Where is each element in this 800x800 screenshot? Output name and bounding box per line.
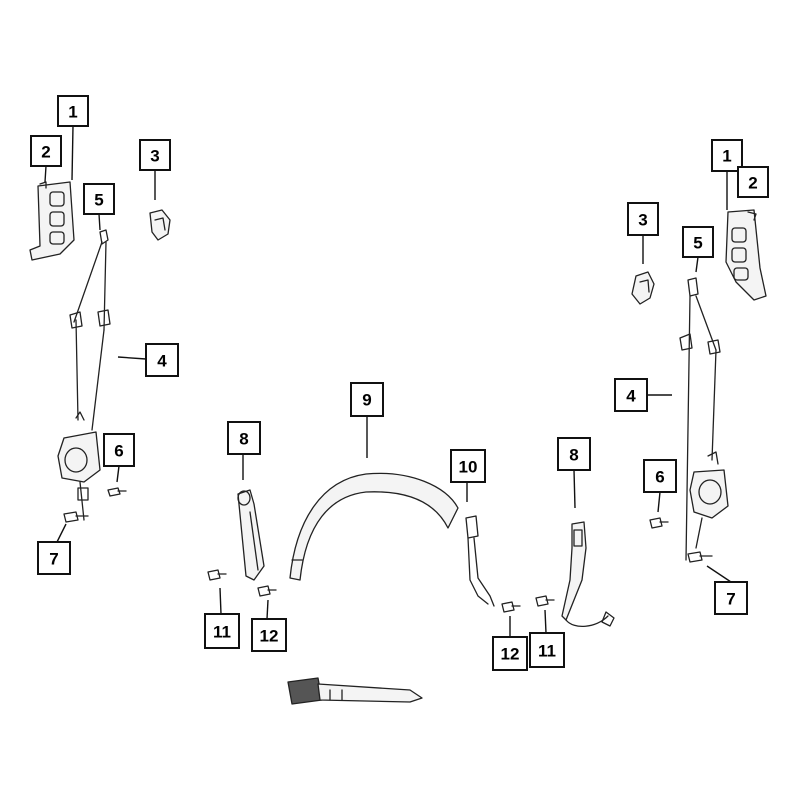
callout-2-right: 2 <box>737 166 769 198</box>
callout-1-right: 1 <box>711 139 743 172</box>
center-bolt-12-right <box>501 601 521 613</box>
callout-12-center-right: 12 <box>492 636 528 671</box>
callout-8-center-left: 8 <box>227 421 261 455</box>
center-bolt-11-left <box>207 569 227 581</box>
callout-label: 12 <box>260 627 279 646</box>
callout-label: 2 <box>41 143 50 162</box>
callout-label: 8 <box>239 430 248 449</box>
callout-label: 6 <box>114 442 123 461</box>
callout-8-center-right: 8 <box>557 437 591 471</box>
callout-4-right: 4 <box>614 378 648 412</box>
left-bolt-7 <box>63 511 89 523</box>
leader-lines <box>44 125 732 637</box>
callout-11-center-right: 11 <box>529 632 565 668</box>
left-bolt-6 <box>107 487 127 497</box>
callout-label: 5 <box>94 191 103 210</box>
center-right-buckle-8 <box>561 521 615 627</box>
right-bolt-7 <box>687 551 713 563</box>
callout-2-left: 2 <box>30 135 62 167</box>
callout-label: 2 <box>748 174 757 193</box>
callout-6-left: 6 <box>103 433 135 467</box>
callout-12-center-left: 12 <box>251 618 287 652</box>
callout-label: 6 <box>655 468 664 487</box>
callout-label: 1 <box>722 147 731 166</box>
center-bolt-12-left <box>257 585 277 597</box>
callout-10-center: 10 <box>450 449 486 483</box>
right-height-adjuster <box>725 209 767 301</box>
callout-label: 3 <box>638 211 647 230</box>
callout-5-right: 5 <box>682 226 714 258</box>
right-d-ring-and-belt <box>679 277 721 561</box>
callout-6-right: 6 <box>643 459 677 493</box>
callout-label: 5 <box>693 234 702 253</box>
center-left-buckle-8 <box>237 489 265 581</box>
callout-7-left: 7 <box>37 541 71 575</box>
callout-5-left: 5 <box>83 183 115 215</box>
callout-3-left: 3 <box>139 139 171 171</box>
callout-1-left: 1 <box>57 95 89 127</box>
callout-label: 7 <box>726 590 735 609</box>
center-bolt-11-right <box>535 595 555 607</box>
callout-label: 4 <box>626 387 636 406</box>
right-bolt-6 <box>649 517 669 529</box>
left-retractor <box>57 411 101 521</box>
callout-label: 11 <box>538 642 556 661</box>
callout-3-right: 3 <box>627 202 659 236</box>
callout-label: 1 <box>68 103 77 122</box>
loose-buckle-strap <box>287 677 423 705</box>
left-d-ring-and-belt <box>69 229 111 431</box>
callout-4-left: 4 <box>145 343 179 377</box>
callout-label: 11 <box>213 623 231 642</box>
center-lap-belt-9 <box>289 472 459 581</box>
callout-label: 4 <box>157 352 167 371</box>
callout-9-center: 9 <box>350 382 384 417</box>
callout-label: 8 <box>569 446 578 465</box>
right-trim-cover <box>631 271 655 305</box>
callout-label: 12 <box>501 645 520 664</box>
callout-label: 10 <box>459 458 478 477</box>
callout-11-center-left: 11 <box>204 613 240 649</box>
center-buckle-assembly-10 <box>465 515 495 607</box>
left-height-adjuster <box>29 181 75 261</box>
right-retractor <box>689 451 729 549</box>
callout-label: 7 <box>49 550 58 569</box>
callout-label: 9 <box>362 391 371 410</box>
left-trim-cover <box>149 209 171 241</box>
callout-label: 3 <box>150 147 159 166</box>
callout-7-right: 7 <box>714 581 748 615</box>
